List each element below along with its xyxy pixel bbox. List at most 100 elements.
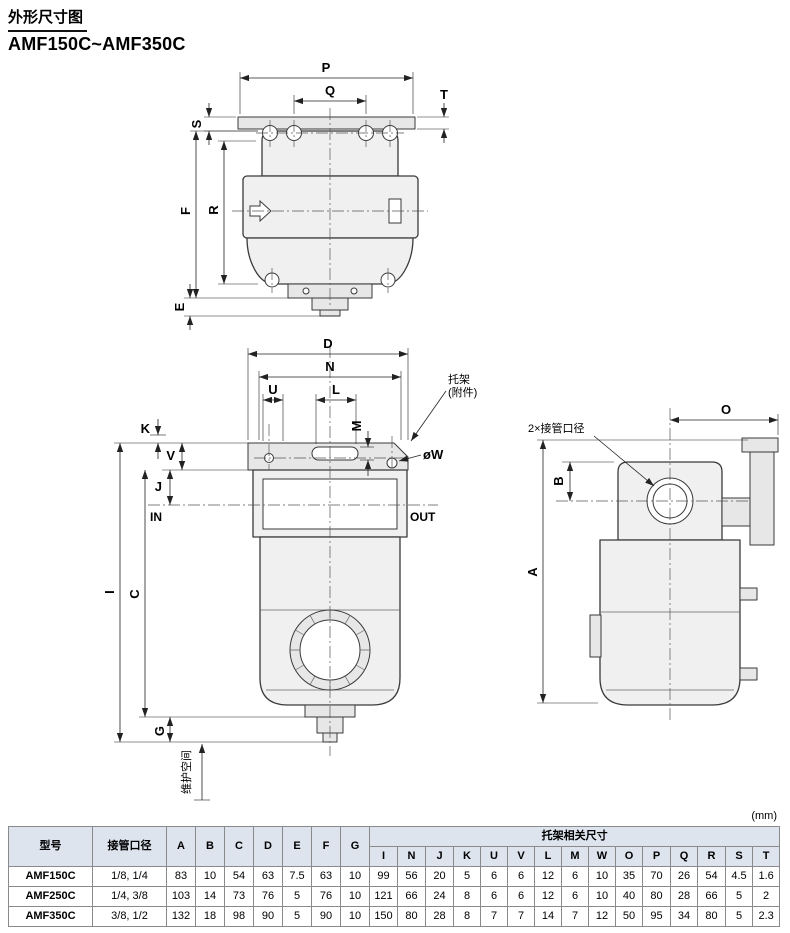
- value-cell: 95: [642, 906, 671, 927]
- value-cell: 70: [642, 866, 671, 887]
- col-header-d: D: [253, 826, 283, 867]
- value-cell: 40: [615, 886, 643, 907]
- value-cell: 76: [311, 886, 341, 907]
- value-cell: 6: [480, 886, 508, 907]
- value-cell: 63: [311, 866, 341, 887]
- value-cell: 14: [195, 886, 225, 907]
- value-cell: 7.5: [282, 866, 312, 887]
- col-header-w: W: [588, 846, 616, 867]
- col-header-f: F: [311, 826, 341, 867]
- col-header-q: Q: [670, 846, 698, 867]
- bracket-note-line2: (附件): [448, 385, 477, 399]
- bracket-side-plate: [749, 451, 775, 546]
- value-cell: 34: [670, 906, 698, 927]
- value-cell: 10: [195, 866, 225, 887]
- value-cell: 5: [725, 906, 753, 927]
- dim-label-k: K: [141, 421, 151, 436]
- value-cell: 6: [561, 886, 589, 907]
- col-header-t: T: [751, 846, 781, 867]
- col-header-p: P: [642, 846, 671, 867]
- col-header-r: R: [697, 846, 726, 867]
- col-header-j: J: [425, 846, 454, 867]
- col-header-b: B: [195, 826, 225, 867]
- value-cell: 63: [253, 866, 283, 887]
- value-cell: 10: [588, 886, 616, 907]
- model-cell: AMF150C: [8, 866, 93, 887]
- latch-tab-lower: [739, 667, 758, 681]
- dim-label-o: O: [721, 402, 731, 417]
- value-cell: 56: [397, 866, 426, 887]
- col-header-a: A: [166, 826, 196, 867]
- value-cell: 66: [697, 886, 726, 907]
- value-cell: 24: [425, 886, 454, 907]
- value-cell: 80: [397, 906, 426, 927]
- value-cell: 132: [166, 906, 196, 927]
- value-cell: 6: [507, 866, 535, 887]
- top-bolt-holes: [256, 120, 404, 147]
- col-header-n: N: [397, 846, 426, 867]
- drain-nub: [319, 309, 341, 317]
- value-cell: 20: [425, 866, 454, 887]
- value-cell: 14: [534, 906, 562, 927]
- value-cell: 54: [224, 866, 254, 887]
- bracket-plate-top-view: [237, 116, 416, 130]
- value-cell: 50: [615, 906, 643, 927]
- page-title: 外形尺寸图: [8, 6, 88, 32]
- dim-label-q: Q: [325, 83, 335, 98]
- value-cell: 5: [282, 886, 312, 907]
- value-cell: 66: [397, 886, 426, 907]
- value-cell: 80: [697, 906, 726, 927]
- value-cell: 121: [369, 886, 398, 907]
- value-cell: 99: [369, 866, 398, 887]
- col-header-port: 接管口径: [92, 826, 167, 867]
- dim-label-n: N: [325, 359, 334, 374]
- dimension-table-section: (mm) 型号 接管口径 A B C D E F G 托架相关尺寸: [8, 810, 781, 927]
- dim-label-s: S: [189, 119, 204, 128]
- port-cell: 1/8, 1/4: [92, 866, 167, 887]
- col-header-s: S: [725, 846, 753, 867]
- bowl-side: [599, 539, 741, 706]
- value-cell: 6: [480, 866, 508, 887]
- col-group-bracket: 托架相关尺寸: [368, 826, 781, 847]
- port-cell: 1/4, 3/8: [92, 886, 167, 907]
- value-cell: 150: [369, 906, 398, 927]
- side-latch: [589, 614, 602, 658]
- dim-label-r: R: [206, 205, 221, 215]
- bottom-bolt-holes: [264, 268, 396, 295]
- dim-label-j: J: [155, 479, 162, 494]
- value-cell: 5: [282, 906, 312, 927]
- value-cell: 90: [253, 906, 283, 927]
- latch-tab-upper: [739, 587, 758, 601]
- dim-label-a: A: [525, 567, 540, 577]
- dim-label-d: D: [323, 336, 332, 351]
- dim-label-b: B: [551, 476, 566, 485]
- col-header-e: E: [282, 826, 312, 867]
- side-view: O B A 2×接管口径: [525, 402, 779, 722]
- value-cell: 8: [453, 906, 481, 927]
- bracket-slot: [311, 446, 359, 461]
- value-cell: 12: [534, 886, 562, 907]
- value-cell: 90: [311, 906, 341, 927]
- value-cell: 4.5: [725, 866, 753, 887]
- value-cell: 1.6: [751, 866, 781, 887]
- in-label: IN: [150, 510, 162, 524]
- value-cell: 2.3: [751, 906, 781, 927]
- value-cell: 35: [615, 866, 643, 887]
- value-cell: 5: [725, 886, 753, 907]
- value-cell: 10: [340, 886, 370, 907]
- col-header-model: 型号: [8, 826, 93, 867]
- bracket-connector: [721, 497, 751, 527]
- value-cell: 7: [507, 906, 535, 927]
- dim-label-t: T: [440, 87, 448, 102]
- dim-label-l: L: [332, 382, 340, 397]
- value-cell: 54: [697, 866, 726, 887]
- table-row-amf150c: AMF150C 1/8, 1/4 83 10 54 63 7.5 63 10 9…: [8, 866, 781, 887]
- dim-label-w: øW: [423, 447, 444, 462]
- front-view: D N U L M K: [102, 336, 477, 801]
- maintenance-space-note: 维护空间: [179, 750, 193, 794]
- value-cell: 5: [453, 866, 481, 887]
- value-cell: 6: [507, 886, 535, 907]
- col-header-c: C: [224, 826, 254, 867]
